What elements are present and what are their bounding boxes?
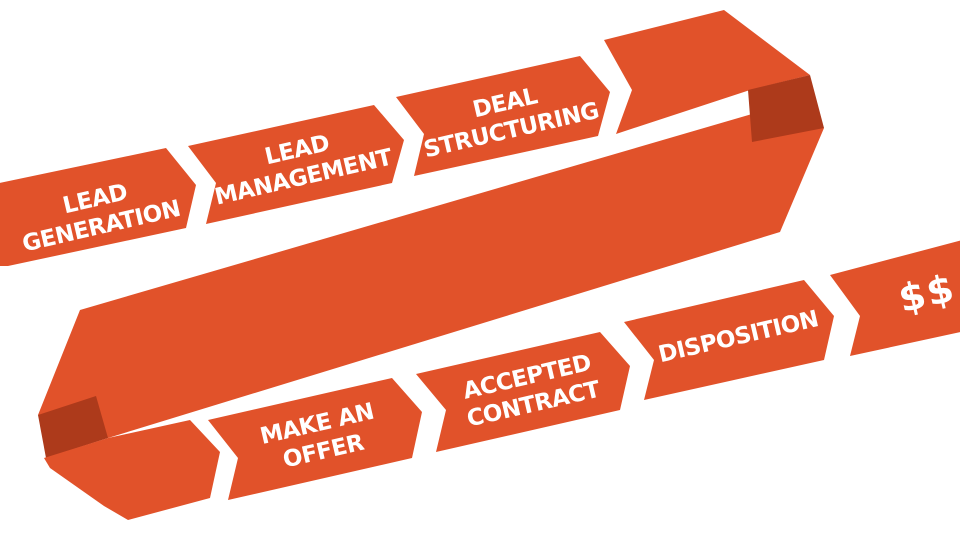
step-payout-arrow — [830, 240, 960, 356]
step-lead-management-arrow — [188, 105, 404, 224]
diagonal-band — [38, 114, 824, 438]
step-accepted-contract-arrow — [416, 332, 630, 452]
step-make-an-offer-arrow — [208, 378, 422, 500]
step-lead-generation-arrow — [0, 148, 196, 266]
top-right-fold — [748, 75, 824, 142]
bottom-band-start — [44, 420, 220, 520]
step-deal-structuring-arrow — [396, 56, 610, 176]
top-band-end — [604, 10, 810, 134]
bottom-left-fold — [38, 396, 108, 458]
step-disposition-arrow — [624, 280, 834, 400]
